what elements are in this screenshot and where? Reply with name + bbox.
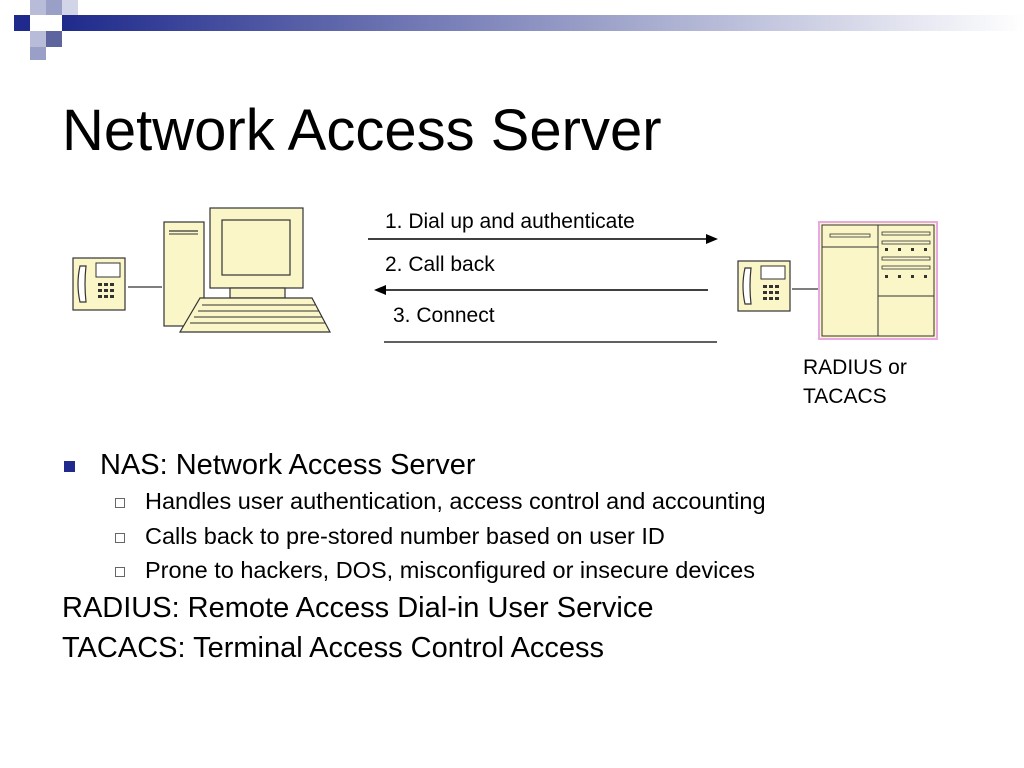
arrow-label-call-back: 2. Call back (385, 253, 495, 276)
server-label-line1: RADIUS or (803, 356, 907, 379)
sub-bullet: Prone to hackers, DOS, misconfigured or … (62, 553, 1002, 588)
square-bullet-icon (64, 461, 75, 472)
sub-bullet-text: Calls back to pre-stored number based on… (145, 522, 665, 549)
hollow-square-bullet-icon (115, 567, 125, 577)
bullet-list: NAS: Network Access Server Handles user … (62, 446, 1002, 668)
sub-bullet: Calls back to pre-stored number based on… (62, 519, 1002, 554)
arrow-call-back (374, 285, 708, 295)
bullet-main-text: NAS: Network Access Server (100, 449, 476, 481)
hollow-square-bullet-icon (115, 532, 125, 543)
network-diagram (72, 207, 938, 343)
sub-bullet: Handles user authentication, access cont… (62, 484, 1002, 519)
arrow-label-dial-up: 1. Dial up and authenticate (385, 210, 635, 233)
arrow-label-connect: 3. Connect (393, 304, 495, 327)
server-label-line2: TACACS (803, 385, 887, 408)
slide-title: Network Access Server (62, 98, 662, 163)
telephone-icon (72, 257, 126, 311)
decorative-header (14, 0, 1024, 60)
sub-bullet-text: Prone to hackers, DOS, misconfigured or … (145, 557, 755, 583)
definition-radius: RADIUS: Remote Access Dial-in User Servi… (62, 591, 654, 624)
server-rack-icon (818, 221, 938, 340)
hollow-square-bullet-icon (115, 498, 125, 508)
desktop-computer-icon (163, 207, 331, 333)
bullet-main: NAS: Network Access Server (62, 446, 1002, 484)
telephone-icon (737, 260, 791, 312)
definition-tacacs: TACACS: Terminal Access Control Access (62, 631, 605, 664)
sub-bullet-text: Handles user authentication, access cont… (145, 488, 766, 514)
arrow-dial-up (368, 234, 718, 244)
server-label: RADIUS or TACACS (803, 353, 907, 411)
